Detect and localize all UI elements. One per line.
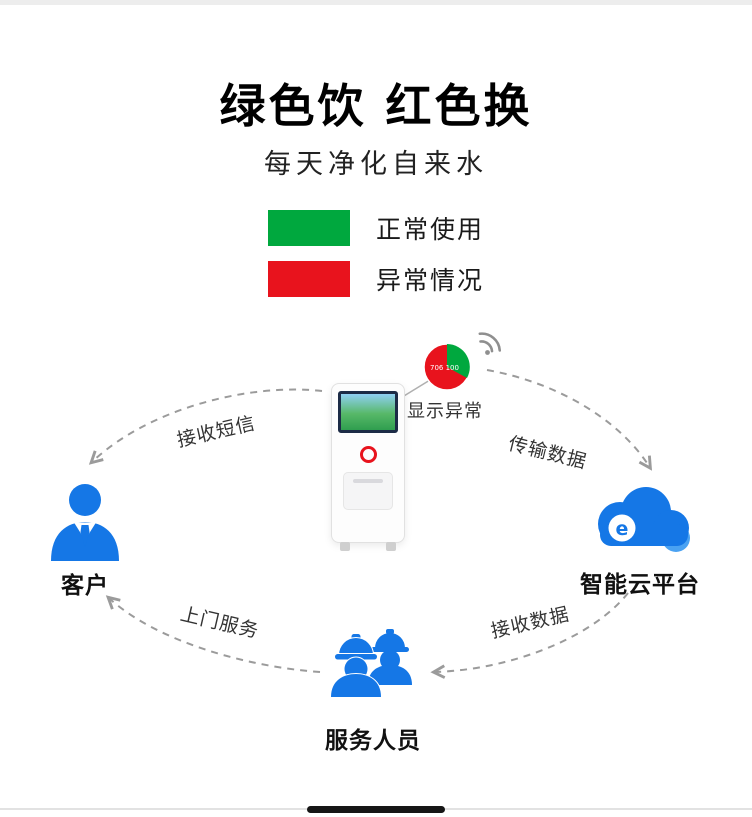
cloud-logo-badge	[608, 514, 636, 542]
page-title: 绿色饮 红色换	[219, 79, 533, 133]
customer-label: 客户	[61, 573, 109, 599]
legend-label-normal: 正常使用	[376, 215, 485, 244]
legend-item-abnormal: 异常情况	[268, 261, 484, 297]
legend-swatch-red-icon	[268, 261, 350, 297]
cloud-platform-label: 智能云平台	[580, 572, 700, 598]
service-staff-label: 服务人员	[325, 728, 421, 754]
top-border	[0, 0, 752, 5]
page-subtitle: 每天净化自来水	[264, 149, 488, 180]
device-dispenser	[343, 472, 393, 510]
device-screen	[338, 391, 398, 433]
water-purifier	[331, 383, 405, 551]
edge-label-transmit-data: 传输数据	[506, 432, 590, 474]
edge-label-receive-data: 接收数据	[488, 603, 572, 643]
callout-label: 显示异常	[407, 401, 483, 422]
legend: 正常使用 异常情况	[268, 210, 484, 312]
edge-label-door-service: 上门服务	[178, 603, 262, 643]
legend-item-normal: 正常使用	[268, 210, 484, 246]
cloud-logo-letter: e	[616, 518, 629, 540]
legend-label-abnormal: 异常情况	[376, 266, 485, 295]
wifi-icon	[478, 332, 502, 355]
device-foot	[386, 542, 396, 551]
device-foot	[340, 542, 350, 551]
pie-values: 706 100	[430, 364, 459, 372]
device-slot	[353, 479, 383, 483]
cloud-platform-icon: e	[598, 487, 690, 552]
service-staff-icon	[329, 629, 412, 698]
bottom-scrubber-bar	[307, 806, 445, 813]
customer-icon	[51, 484, 119, 561]
legend-swatch-green-icon	[268, 210, 350, 246]
device-body	[331, 383, 405, 543]
device-brand-logo-icon	[359, 446, 377, 463]
edge-label-receive-sms: 接收短信	[174, 412, 258, 452]
status-pie-icon: 706 100	[423, 343, 471, 391]
